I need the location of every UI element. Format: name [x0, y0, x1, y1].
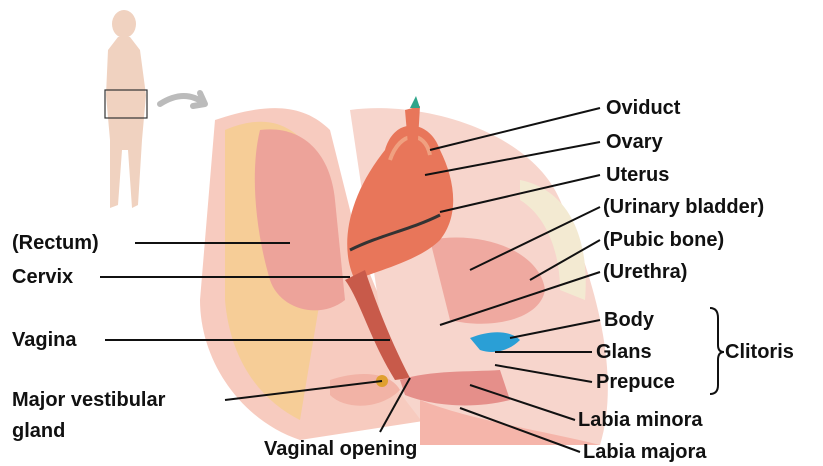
label-body: Body	[604, 309, 654, 331]
label-uterus: Uterus	[606, 164, 669, 186]
label-clitoris: Clitoris	[725, 341, 794, 363]
label-major-vestibular-gland-2: gland	[12, 420, 65, 442]
label-vaginal-opening: Vaginal opening	[264, 438, 417, 460]
label-cervix: Cervix	[12, 266, 73, 288]
label-rectum: (Rectum)	[12, 232, 99, 254]
label-prepuce: Prepuce	[596, 371, 675, 393]
label-major-vestibular-gland-1: Major vestibular	[12, 389, 165, 411]
label-labia-majora: Labia majora	[583, 441, 706, 463]
label-labia-minora: Labia minora	[578, 409, 702, 431]
label-urinary-bladder: (Urinary bladder)	[603, 196, 764, 218]
label-urethra: (Urethra)	[603, 261, 687, 283]
arrow-icon	[160, 93, 205, 106]
body-silhouette	[105, 10, 205, 208]
label-pubic-bone: (Pubic bone)	[603, 229, 724, 251]
label-vagina: Vagina	[12, 329, 76, 351]
label-ovary: Ovary	[606, 131, 663, 153]
label-oviduct: Oviduct	[606, 97, 680, 119]
label-glans: Glans	[596, 341, 652, 363]
